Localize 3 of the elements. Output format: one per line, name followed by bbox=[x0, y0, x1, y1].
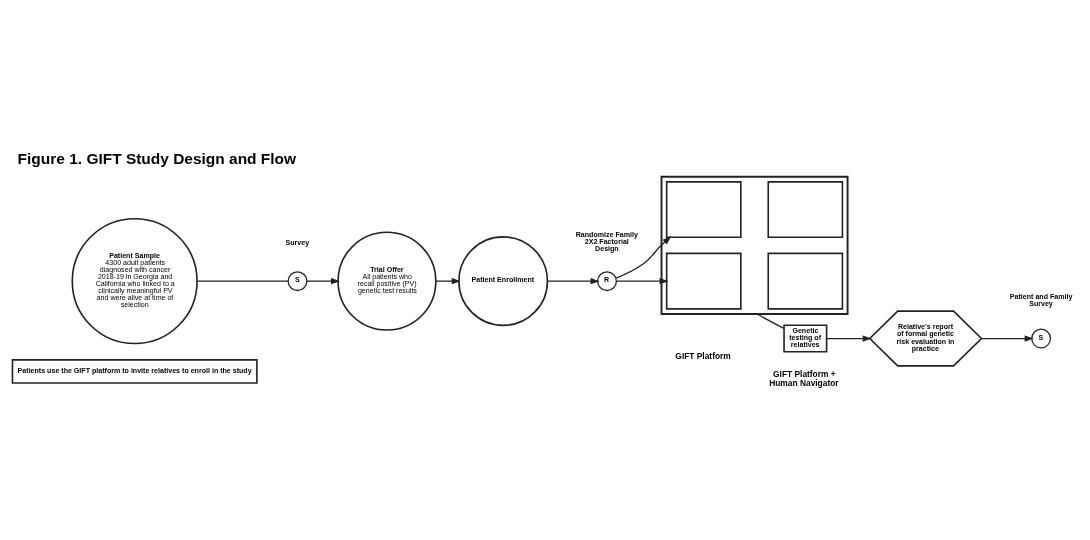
label: GIFT Platform + Human Navigator bbox=[769, 368, 839, 388]
label: GIFT Platform bbox=[675, 350, 731, 361]
diagram-title: Figure 1. GIFT Study Design and Flow bbox=[17, 149, 297, 167]
